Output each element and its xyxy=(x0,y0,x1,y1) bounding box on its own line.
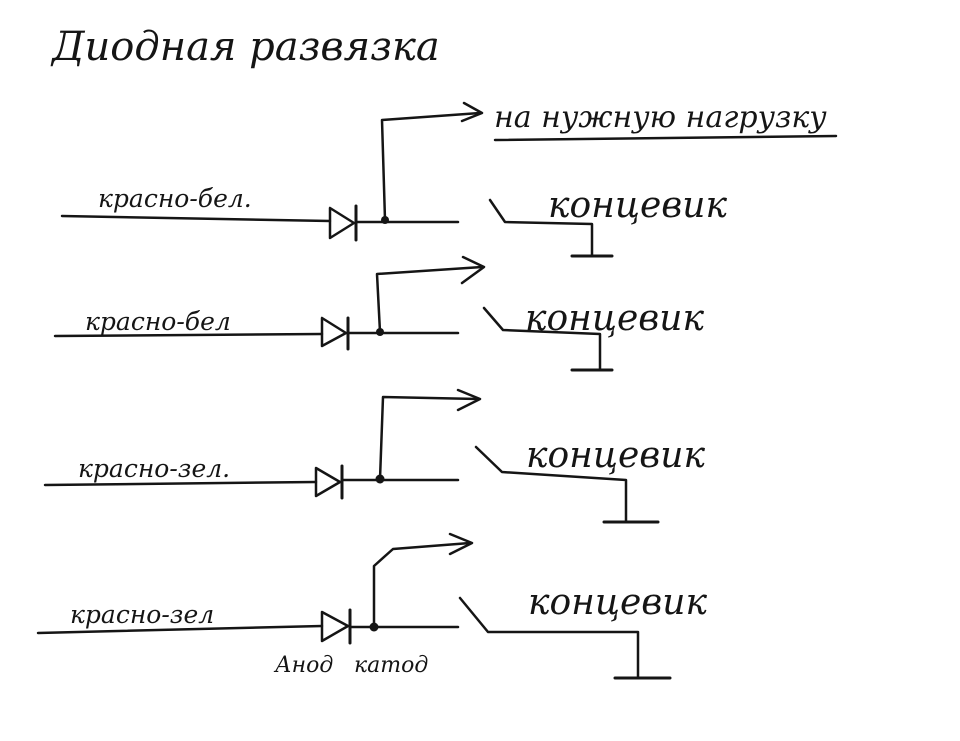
wire-label: красно-бел xyxy=(85,307,231,336)
diode-symbol xyxy=(320,316,350,351)
diode-symbol xyxy=(320,608,352,645)
limit-switch-symbol xyxy=(482,306,614,372)
diode-symbol xyxy=(328,204,358,242)
wire-label: красно-бел. xyxy=(98,184,252,213)
arrow-head xyxy=(448,532,474,556)
switch-label: концевик xyxy=(548,185,727,226)
circuit-row-3: красно-зел. концевик xyxy=(43,388,705,524)
arrow-head xyxy=(460,255,486,285)
load-line xyxy=(380,111,482,222)
circuit-row-2: красно-бел концевик xyxy=(53,255,704,372)
load-label: на нужную нагрузку xyxy=(494,100,827,135)
wire-label: красно-зел. xyxy=(78,454,230,483)
limit-switch-symbol xyxy=(458,596,672,680)
load-line xyxy=(378,395,480,481)
input-wire xyxy=(36,624,324,635)
arrow-head xyxy=(456,388,482,412)
switch-label: концевик xyxy=(525,298,704,339)
circuit-row-1: красно-бел. концевик xyxy=(60,101,727,258)
switch-label: концевик xyxy=(528,582,707,623)
input-wire xyxy=(60,214,332,223)
circuit-row-4: красно-зел концевик Анод катод xyxy=(36,532,707,680)
arrow-head xyxy=(460,101,484,123)
wire-label: красно-зел xyxy=(70,600,214,629)
load-underline xyxy=(493,134,838,142)
limit-switch-symbol xyxy=(474,445,660,524)
anode-label: Анод xyxy=(273,653,333,678)
load-line xyxy=(375,265,484,334)
input-wire xyxy=(43,480,318,487)
limit-switch-symbol xyxy=(488,198,614,258)
diode-symbol xyxy=(314,464,344,500)
switch-label: концевик xyxy=(526,435,705,476)
diagram-title: Диодная развязка xyxy=(50,24,440,70)
input-wire xyxy=(53,332,324,338)
cathode-label: катод xyxy=(354,653,428,678)
load-line xyxy=(372,541,472,629)
